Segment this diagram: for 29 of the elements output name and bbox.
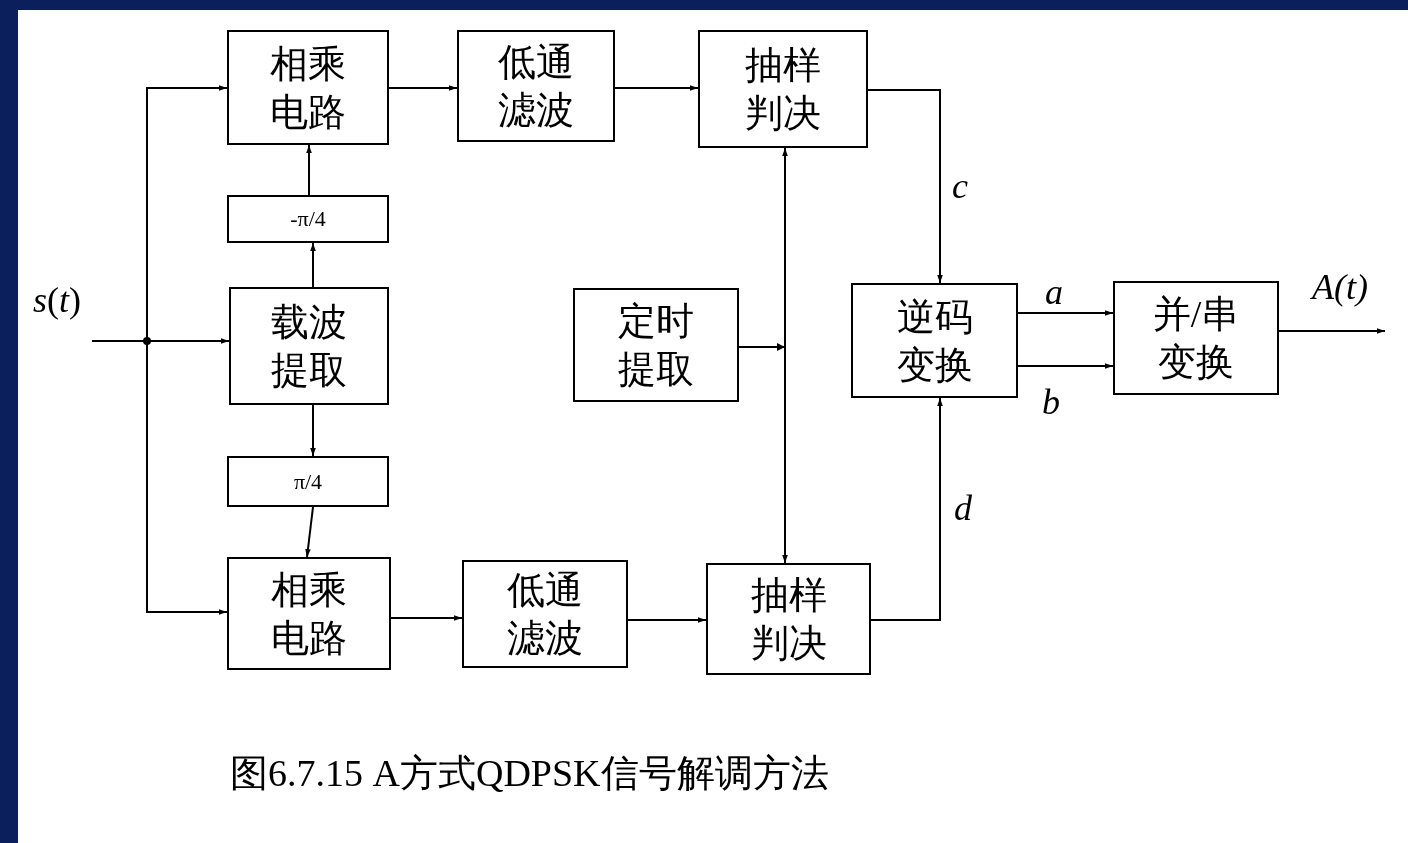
arrow [91,340,228,615]
arrow [310,404,316,457]
arrow [310,242,316,288]
phase-shift-box: -π/4 [227,195,389,243]
signal-label: s(t) [33,280,81,320]
arrow [1278,328,1386,334]
process-box: 并/串变换 [1113,281,1279,395]
arrow [867,89,943,284]
process-box: 抽样判决 [706,563,871,675]
arrow [627,617,707,623]
process-box: 抽样判决 [698,30,868,148]
process-box: 载波提取 [229,287,389,405]
caption: 图6.7.15 A方式QDPSK信号解调方法 [230,751,829,796]
phase-shift-box: π/4 [227,456,389,507]
arrow [1017,363,1114,369]
arrow [305,506,314,558]
arrow [870,397,943,621]
arrow [388,85,458,91]
arrow [390,615,463,621]
arrow [1017,310,1114,316]
arrow [738,346,788,564]
arrow [614,85,699,91]
process-box: 相乘电路 [227,557,391,670]
process-box: 相乘电路 [227,30,389,145]
process-box: 低通滤波 [462,560,628,668]
process-box: 逆码变换 [851,283,1018,398]
arrow [306,144,312,196]
process-box: 低通滤波 [457,30,615,142]
process-box: 定时提取 [573,288,739,402]
